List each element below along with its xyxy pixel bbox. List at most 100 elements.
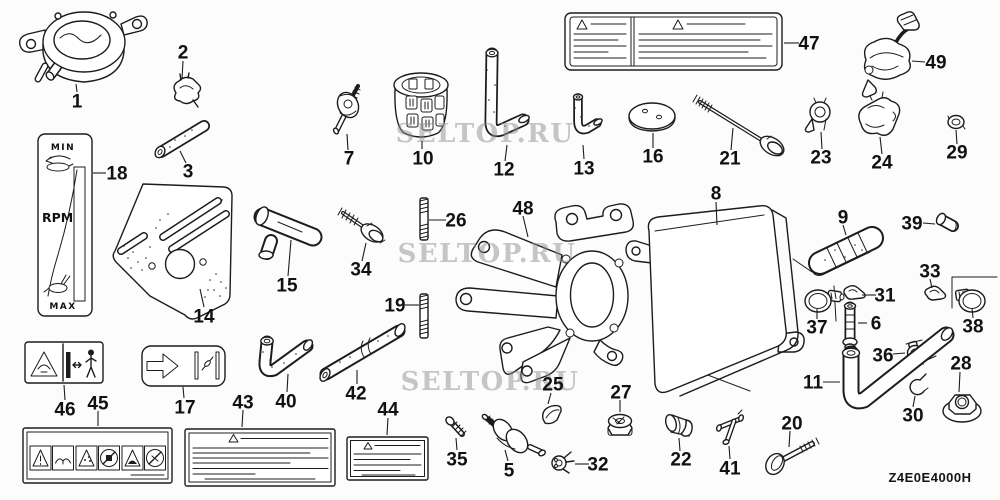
leader-cover	[715, 201, 718, 226]
leader-clamp	[879, 136, 883, 155]
callout-25-key-washer: 25	[542, 375, 564, 396]
callout-38-hose-clamp-b: 38	[962, 317, 983, 338]
callout-1-fuel-pump: 1	[72, 92, 83, 113]
callout-12-tube-a: 12	[493, 160, 514, 181]
callout-20-bolt: 20	[781, 414, 802, 435]
leader-sensor-assembly	[911, 60, 926, 63]
leader-tube-b	[582, 144, 585, 160]
part-1-fuel-pump	[18, 11, 148, 83]
leader-tube-clamp-b	[892, 352, 906, 355]
callout-22-bushing: 22	[670, 450, 691, 471]
part-39-bushing-b	[935, 212, 959, 232]
watermark-text-2: SELTOP.RU	[398, 239, 577, 269]
part-24-clamp	[858, 91, 901, 136]
no-touch-icon	[144, 445, 166, 471]
callout-43-caution-label-large: 43	[232, 393, 253, 414]
throttle-min-text: MIN	[51, 143, 75, 153]
callout-32-wire-clip: 32	[587, 455, 608, 476]
part-16-cap	[628, 102, 676, 132]
part-21-long-bolt	[692, 94, 785, 157]
leader-joint-fitting	[728, 445, 731, 460]
watermark-text-3: SELTOP.RU	[401, 367, 580, 397]
person-icon	[85, 349, 97, 378]
callout-37-hose-clamp: 37	[806, 318, 827, 339]
callout-30-ring-clip: 30	[902, 406, 923, 427]
leader-hook-clip-b	[929, 278, 933, 289]
leader-fuel-pump	[75, 83, 78, 93]
warning-triangle-icon	[30, 351, 58, 377]
leader-warning-label	[63, 384, 66, 401]
part-23-clip	[804, 97, 831, 133]
leader-starter-grip	[287, 239, 292, 277]
leader-plate	[199, 288, 205, 308]
callout-13-tube-b: 13	[573, 159, 594, 180]
part-7-fuel-valve	[332, 84, 361, 135]
leader-pipe	[179, 150, 187, 164]
callout-28-flange-nut: 28	[950, 354, 971, 375]
part-22-bushing	[664, 413, 693, 437]
part-2-tube-clamp	[173, 72, 202, 108]
part-29-grommet	[947, 114, 966, 130]
callout-36-tube-clamp-b: 36	[872, 346, 893, 367]
part-40-elbow-hose	[258, 335, 314, 378]
leader-caution-label-small	[386, 417, 389, 436]
callout-35-screw: 35	[446, 450, 468, 471]
diagram-code: Z4E0E4000H	[888, 470, 971, 485]
slope-triangle-icon	[121, 445, 144, 471]
leader-inline-filter	[504, 449, 509, 462]
part-8-cover	[625, 205, 805, 397]
callout-49-sensor-assembly: 49	[925, 53, 946, 74]
debris-triangle-icon	[75, 445, 98, 471]
callout-11-elbow-pipe: 11	[803, 373, 824, 394]
leader-bolt	[788, 430, 791, 448]
leader-flange-nut	[958, 371, 961, 393]
part-10-fuel-strainer	[393, 72, 449, 138]
callout-17-arrow-label: 17	[174, 398, 195, 419]
callout-10-fuel-strainer: 10	[412, 149, 433, 170]
part-30-ring-clip	[909, 373, 929, 396]
leader-element	[842, 224, 847, 236]
part-20-bolt	[765, 437, 820, 476]
part-43-caution-label-large	[184, 428, 336, 487]
callout-19-stud-bolt: 19	[384, 296, 405, 317]
part-15-starter-grip	[253, 206, 323, 260]
leader-bracket	[522, 215, 529, 238]
part-38-hose-clamp-b	[954, 288, 986, 313]
part-44-caution-label-small	[346, 436, 429, 481]
callout-18-throttle-label: 18	[106, 164, 127, 185]
throttle-max-text: MAX	[49, 302, 76, 312]
leader-screw	[455, 437, 458, 451]
part-17-arrow-label	[141, 345, 226, 387]
callout-40-elbow-hose: 40	[275, 392, 296, 413]
callout-26-stud-bolt-b: 26	[445, 211, 466, 232]
callout-46-warning-label: 46	[54, 400, 75, 421]
part-3-pipe	[154, 120, 210, 159]
part-45-pictogram-label	[22, 427, 173, 484]
part-46-warning-label	[24, 341, 104, 384]
callout-47-instruction-label: 47	[798, 34, 819, 55]
leader-arrow-label	[182, 386, 185, 399]
part-13-tube-b	[572, 93, 603, 135]
arrow-right-icon	[146, 353, 179, 379]
warning-triangle-icon	[576, 19, 588, 30]
part-34-flange-bolt	[337, 207, 386, 244]
part-49-sensor-assembly	[861, 11, 920, 98]
callout-27-cap-nut: 27	[610, 383, 631, 404]
leader-key-washer	[547, 392, 552, 405]
part-27-cap-nut	[607, 413, 633, 436]
callout-42-straight-hose: 42	[345, 384, 366, 405]
warning-triangle-icon	[363, 442, 373, 450]
warning-triangle-icon	[29, 445, 52, 471]
manual-book-icon	[52, 445, 74, 471]
callout-34-flange-bolt: 34	[350, 260, 372, 281]
callout-45-pictogram-label: 45	[87, 394, 109, 415]
leader-caution-label-large	[241, 409, 244, 428]
callout-41-joint-fitting: 41	[719, 459, 741, 480]
callout-15-starter-grip: 15	[276, 276, 298, 297]
callout-3-pipe: 3	[183, 162, 194, 183]
part-14-plate	[112, 183, 233, 320]
part-18-throttle-label: MIN RPM MAX	[37, 133, 93, 317]
prohibition-icon	[98, 445, 120, 471]
part-37-hose-clamp	[804, 289, 845, 313]
